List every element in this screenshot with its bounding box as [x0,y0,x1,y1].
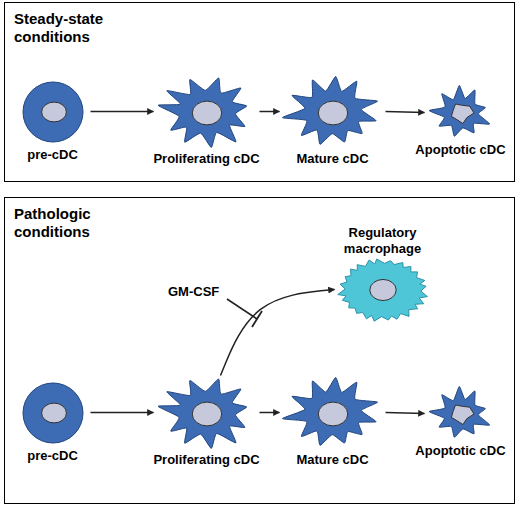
cell-nucleus [318,402,347,426]
cell-nucleus [192,101,221,125]
cell-node: Apoptotic cDC [432,88,490,138]
cell-node: Apoptotic cDC [432,389,490,439]
cell-nucleus [192,402,221,426]
transition-arrow [386,413,425,414]
cell-node: Regulatory macrophage [339,259,427,321]
cell-node: pre-cDC [22,382,84,444]
cell-body [23,383,83,443]
cell-illustration [339,259,427,321]
cell-body [282,377,377,445]
cell-label: Apoptotic cDC [401,443,520,459]
condition-panel: Steady-state conditions pre-cDC Proliferat… [4,2,515,182]
cell-nucleus [318,101,347,125]
cell-node: Proliferating cDC [161,77,253,147]
cell-nucleus [41,403,66,423]
cell-label: Regulatory macrophage [323,225,443,257]
cell-label: Mature cDC [273,452,393,468]
cell-illustration [432,389,490,439]
cell-body [337,258,427,320]
cell-illustration [432,88,490,138]
factor-label: GM-CSF [168,284,219,300]
panel-heading: Steady-state conditions [14,10,132,46]
condition-panel: Pathologic conditionsRegulatory macropha… [4,197,515,504]
cell-label: Proliferating cDC [147,151,267,167]
cell-label: pre-cDC [0,448,113,464]
transition-arrow [386,112,425,113]
cell-node: Mature cDC [287,77,379,147]
transition-arrow [260,412,280,414]
cell-body [158,378,247,447]
inhibition-bar [252,311,262,327]
cell-illustration [287,77,379,147]
cell-label: Mature cDC [273,151,393,167]
cell-nucleus [41,102,66,122]
cell-node: pre-cDC [22,81,84,143]
cell-nucleus [451,404,474,424]
transition-arrow [91,412,154,414]
cell-illustration [161,77,253,147]
cell-body [158,77,247,146]
transition-arrow [221,290,335,376]
cell-illustration [22,81,84,143]
cell-label: pre-cDC [0,147,113,163]
cell-label: Proliferating cDC [147,452,267,468]
cell-body [282,76,377,144]
inhibition-line [227,299,257,319]
cell-node: Proliferating cDC [161,378,253,448]
panel-heading: Pathologic conditions [14,205,132,241]
cell-nucleus [369,279,395,300]
cell-body [429,386,489,437]
cell-body [23,82,83,142]
inhibition-symbol [227,299,262,327]
cell-label: Apoptotic cDC [401,142,520,158]
cell-nucleus [451,103,474,123]
cell-illustration [161,378,253,448]
transition-arrow [260,111,280,113]
cell-illustration [22,382,84,444]
cell-illustration [287,378,379,448]
cell-body [429,85,489,136]
cell-node: Mature cDC [287,378,379,448]
transition-arrow [91,111,154,113]
